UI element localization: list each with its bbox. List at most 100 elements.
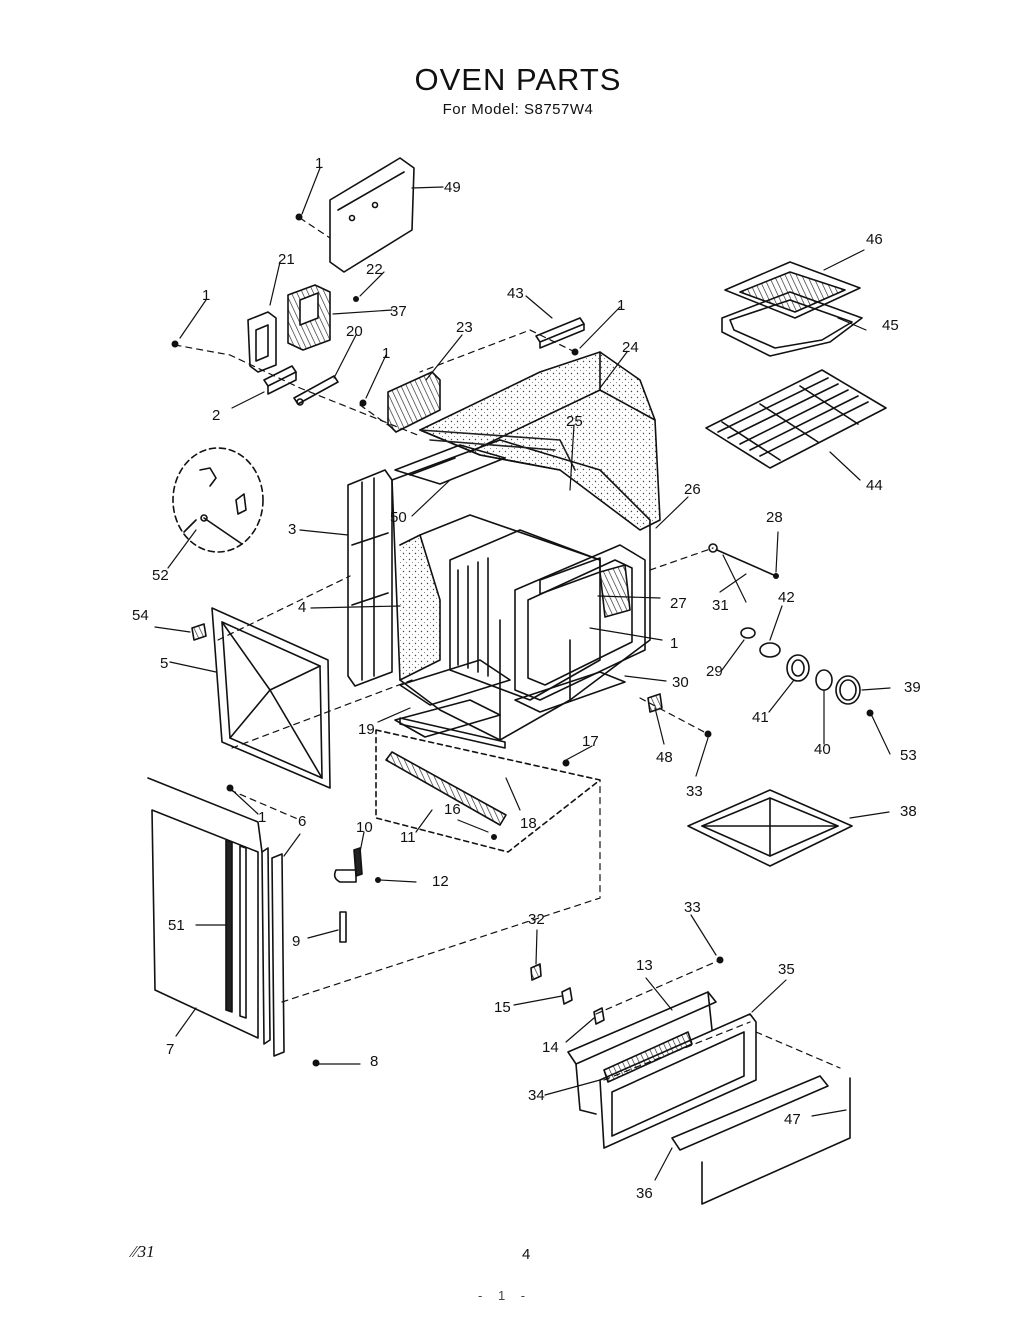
part-34-handle	[603, 1031, 693, 1083]
callout-31: 31	[712, 597, 729, 614]
part-30-front-plate	[514, 671, 626, 713]
callout-32: 32	[528, 911, 545, 928]
part-20-bracket	[293, 375, 339, 406]
part-48-bracket	[647, 693, 663, 713]
part-44-oven-rack	[705, 369, 887, 469]
callout-48: 48	[656, 749, 673, 766]
part-29-socket	[740, 627, 756, 639]
callout-41: 41	[752, 709, 769, 726]
part-18-bottom-rail	[399, 717, 506, 749]
part-14-clip	[593, 1007, 605, 1025]
callout-1: 1	[617, 297, 625, 314]
screw-icon	[171, 213, 874, 1067]
callout-53: 53	[900, 747, 917, 764]
callout-10: 10	[356, 819, 373, 836]
callout-45: 45	[882, 317, 899, 334]
callout-33: 33	[684, 899, 701, 916]
part-46-broiler-grid	[724, 261, 861, 319]
callout-34: 34	[528, 1087, 545, 1104]
part-31-wire	[708, 543, 777, 577]
callout-43: 43	[507, 285, 524, 302]
part-3-side-panel	[347, 469, 393, 687]
callout-29: 29	[706, 663, 723, 680]
callout-2: 2	[212, 407, 220, 424]
callout-6: 6	[298, 813, 306, 830]
part-15-clip	[561, 987, 573, 1005]
callout-18: 18	[520, 815, 537, 832]
part-42-bulb	[759, 642, 781, 658]
callout-1: 1	[670, 635, 678, 652]
oven-body	[391, 439, 651, 741]
callout-26: 26	[684, 481, 701, 498]
callout-8: 8	[370, 1053, 378, 1070]
part-40-gasket	[815, 669, 833, 691]
callout-5: 5	[160, 655, 168, 672]
bottom-mark: - 1 -	[478, 1288, 532, 1303]
part-54-clip	[191, 623, 207, 641]
part-7-outer-door	[147, 777, 263, 1039]
callout-21: 21	[278, 251, 295, 268]
part-9-pin	[339, 911, 347, 943]
callout-49: 49	[444, 179, 461, 196]
callout-30: 30	[672, 674, 689, 691]
part-35-drawer-frame	[599, 1013, 757, 1149]
callout-33: 33	[686, 783, 703, 800]
callout-3: 3	[288, 521, 296, 538]
part-47-drawer-slide	[701, 1077, 851, 1205]
part-52-detail-circle	[172, 447, 264, 553]
part-25-duct	[419, 429, 576, 471]
model-subtitle: For Model: S8757W4	[442, 101, 594, 118]
callout-23: 23	[456, 319, 473, 336]
callout-15: 15	[494, 999, 511, 1016]
part-50-top-panel	[394, 444, 506, 485]
part-32-screw	[530, 963, 542, 981]
callout-labels: 1 49 21 22 37 1 20 2 1 23 43 1 24 25 26 …	[132, 155, 921, 1202]
part-36-drawer-bottom	[671, 1075, 829, 1151]
callout-13: 13	[636, 957, 653, 974]
callout-20: 20	[346, 323, 363, 340]
part-21-bracket	[247, 311, 277, 373]
callout-37: 37	[390, 303, 407, 320]
callout-51: 51	[168, 917, 185, 934]
callout-17: 17	[582, 733, 599, 750]
callout-leaders	[154, 167, 891, 1181]
part-43-rail	[535, 317, 585, 349]
callout-40: 40	[814, 741, 831, 758]
callout-25: 25	[566, 413, 583, 430]
assembly-guide-lines	[174, 217, 841, 1081]
part-24-oven-wrapper	[419, 351, 661, 531]
callout-11: 11	[400, 829, 416, 846]
callout-44: 44	[866, 477, 883, 494]
part-45-broiler-pan	[721, 291, 863, 357]
part-5-door-liner	[211, 607, 331, 789]
part-49-vent-cover	[329, 157, 415, 273]
part-51-door-trim	[225, 839, 247, 1019]
callout-16: 16	[444, 801, 461, 818]
callout-54: 54	[132, 607, 149, 624]
handwritten-mark: ⁄⁄31	[132, 1242, 155, 1261]
callout-24: 24	[622, 339, 639, 356]
callout-27: 27	[670, 595, 687, 612]
part-13-drawer-front	[567, 991, 717, 1115]
callout-47: 47	[784, 1111, 801, 1128]
callout-36: 36	[636, 1185, 653, 1202]
part-39-lens-ring	[835, 675, 861, 705]
part-6-door-side	[261, 847, 285, 1057]
part-2-bracket	[263, 365, 297, 395]
part-10-latch	[333, 847, 363, 883]
callout-22: 22	[366, 261, 383, 278]
page-number: 4	[522, 1246, 531, 1263]
part-38-bottom-pan	[687, 789, 853, 867]
callout-38: 38	[900, 803, 917, 820]
part-23-vent-duct	[387, 371, 441, 433]
callout-42: 42	[778, 589, 795, 606]
callout-52: 52	[152, 567, 169, 584]
callout-9: 9	[292, 933, 300, 950]
callout-1: 1	[258, 809, 266, 826]
part-41-ring	[786, 654, 810, 682]
callout-19: 19	[358, 721, 375, 738]
callout-7: 7	[166, 1041, 174, 1058]
callout-50: 50	[390, 509, 407, 526]
callout-4: 4	[298, 599, 306, 616]
